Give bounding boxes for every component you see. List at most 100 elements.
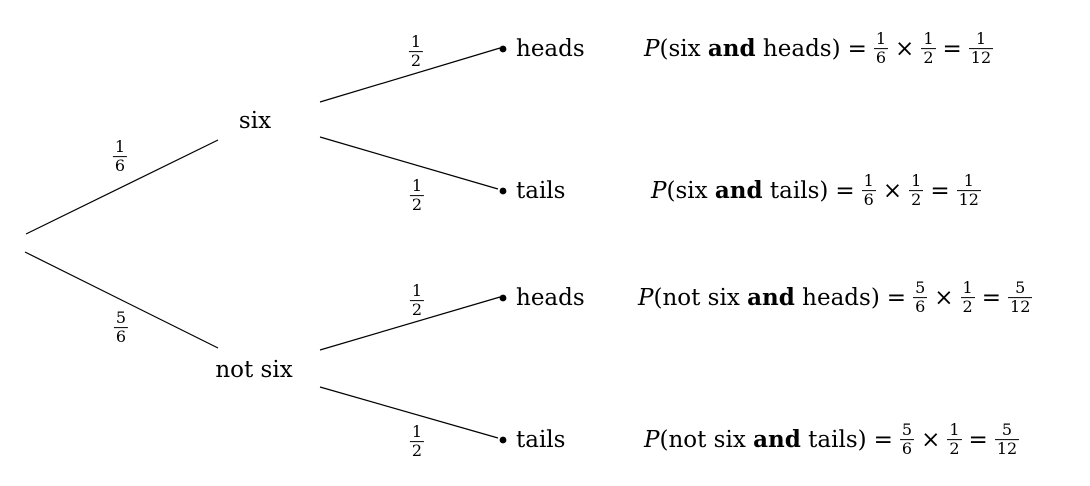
equals-sign: = (981, 285, 1002, 311)
fraction-denominator: 6 (899, 439, 915, 459)
event-close: heads) (794, 285, 880, 312)
equals-sign: = (847, 36, 867, 62)
fraction-numerator: 1 (875, 29, 887, 49)
probability-symbol: P (644, 427, 660, 454)
event-close: tails) (800, 427, 867, 454)
branch-probability-half-4: 1 2 (409, 422, 425, 461)
leaf-heads-1: heads (516, 36, 585, 62)
fraction-numerator: 5 (901, 420, 913, 440)
branch-probability-half-1: 1 2 (408, 32, 424, 71)
and-keyword: and (707, 35, 756, 63)
branch-probability-one-sixth: 1 6 (112, 137, 128, 176)
fraction-numerator: 5 (915, 278, 926, 298)
times-sign: × (882, 178, 903, 204)
equals-sign: = (886, 285, 907, 311)
fraction-numerator: 1 (963, 171, 974, 191)
event-open: (six (659, 36, 708, 63)
fraction-numerator: 1 (411, 422, 423, 442)
fraction-numerator: 1 (114, 137, 126, 157)
event-open: (not six (659, 427, 754, 454)
equals-sign: = (942, 36, 962, 62)
branch-probability-five-sixths: 5 6 (113, 308, 129, 347)
fraction-denominator: 6 (861, 190, 876, 210)
fraction-numerator: 1 (863, 171, 874, 191)
event-close: heads) (755, 36, 841, 63)
probability-symbol: P (651, 178, 667, 205)
times-sign: × (934, 285, 954, 311)
fraction-numerator: 1 (410, 32, 422, 52)
node-six: six (238, 108, 272, 134)
fraction-denominator: 12 (994, 439, 1020, 459)
fraction-numerator: 5 (1015, 278, 1026, 298)
times-sign: × (921, 427, 941, 453)
event-open: (six (666, 178, 715, 205)
fraction-numerator: 1 (923, 29, 934, 49)
fraction-denominator: 12 (956, 190, 981, 210)
branch-not-six-tails (319, 386, 499, 439)
and-keyword: and (714, 177, 763, 205)
fraction-numerator: 1 (411, 281, 423, 301)
leaf-dot-tails-1 (499, 187, 507, 195)
fraction-denominator: 6 (113, 327, 129, 347)
and-keyword: and (747, 284, 795, 312)
fraction-denominator: 12 (968, 48, 994, 68)
fraction-numerator: 1 (411, 176, 423, 196)
fraction-denominator: 2 (947, 439, 962, 459)
leaf-dot-heads-1 (499, 45, 507, 53)
fraction-denominator: 6 (112, 156, 128, 176)
fraction-numerator: 1 (911, 171, 922, 191)
fraction-numerator: 1 (975, 29, 987, 49)
equals-sign: = (968, 427, 988, 453)
equals-sign: = (930, 178, 950, 204)
formula-event-text: P(six and tails) (651, 178, 828, 205)
branch-six-tails (319, 136, 499, 190)
and-keyword: and (753, 426, 801, 454)
fraction-denominator: 2 (909, 190, 924, 210)
fraction-denominator: 2 (409, 441, 425, 461)
formula-event-text: P(not six and heads) (638, 285, 880, 312)
equals-sign: = (873, 427, 893, 453)
leaf-dot-tails-2 (499, 436, 507, 444)
fraction-denominator: 6 (873, 48, 889, 68)
leaf-tails-1: tails (516, 178, 566, 204)
probability-symbol: P (644, 36, 660, 63)
branch-probability-half-3: 1 2 (409, 281, 425, 320)
formula-event-text: P(not six and tails) (644, 427, 867, 454)
fraction-numerator: 1 (962, 278, 973, 298)
fraction-denominator: 6 (913, 297, 928, 317)
fraction-denominator: 2 (921, 48, 936, 68)
branch-not-six-heads (319, 296, 501, 351)
fraction-denominator: 2 (960, 297, 975, 317)
node-not-six: not six (215, 357, 293, 383)
formula-event-text: P(six and heads) (644, 36, 841, 63)
times-sign: × (895, 36, 915, 62)
fraction-numerator: 5 (1001, 420, 1013, 440)
branch-root-not-six (24, 251, 219, 349)
event-close: tails) (762, 178, 829, 205)
event-open: (not six (653, 285, 748, 312)
fraction-numerator: 5 (115, 308, 127, 328)
branch-probability-half-2: 1 2 (409, 176, 425, 215)
leaf-heads-2: heads (516, 285, 585, 311)
fraction-numerator: 1 (949, 420, 960, 440)
equals-sign: = (835, 178, 855, 204)
branch-root-six (25, 139, 219, 235)
